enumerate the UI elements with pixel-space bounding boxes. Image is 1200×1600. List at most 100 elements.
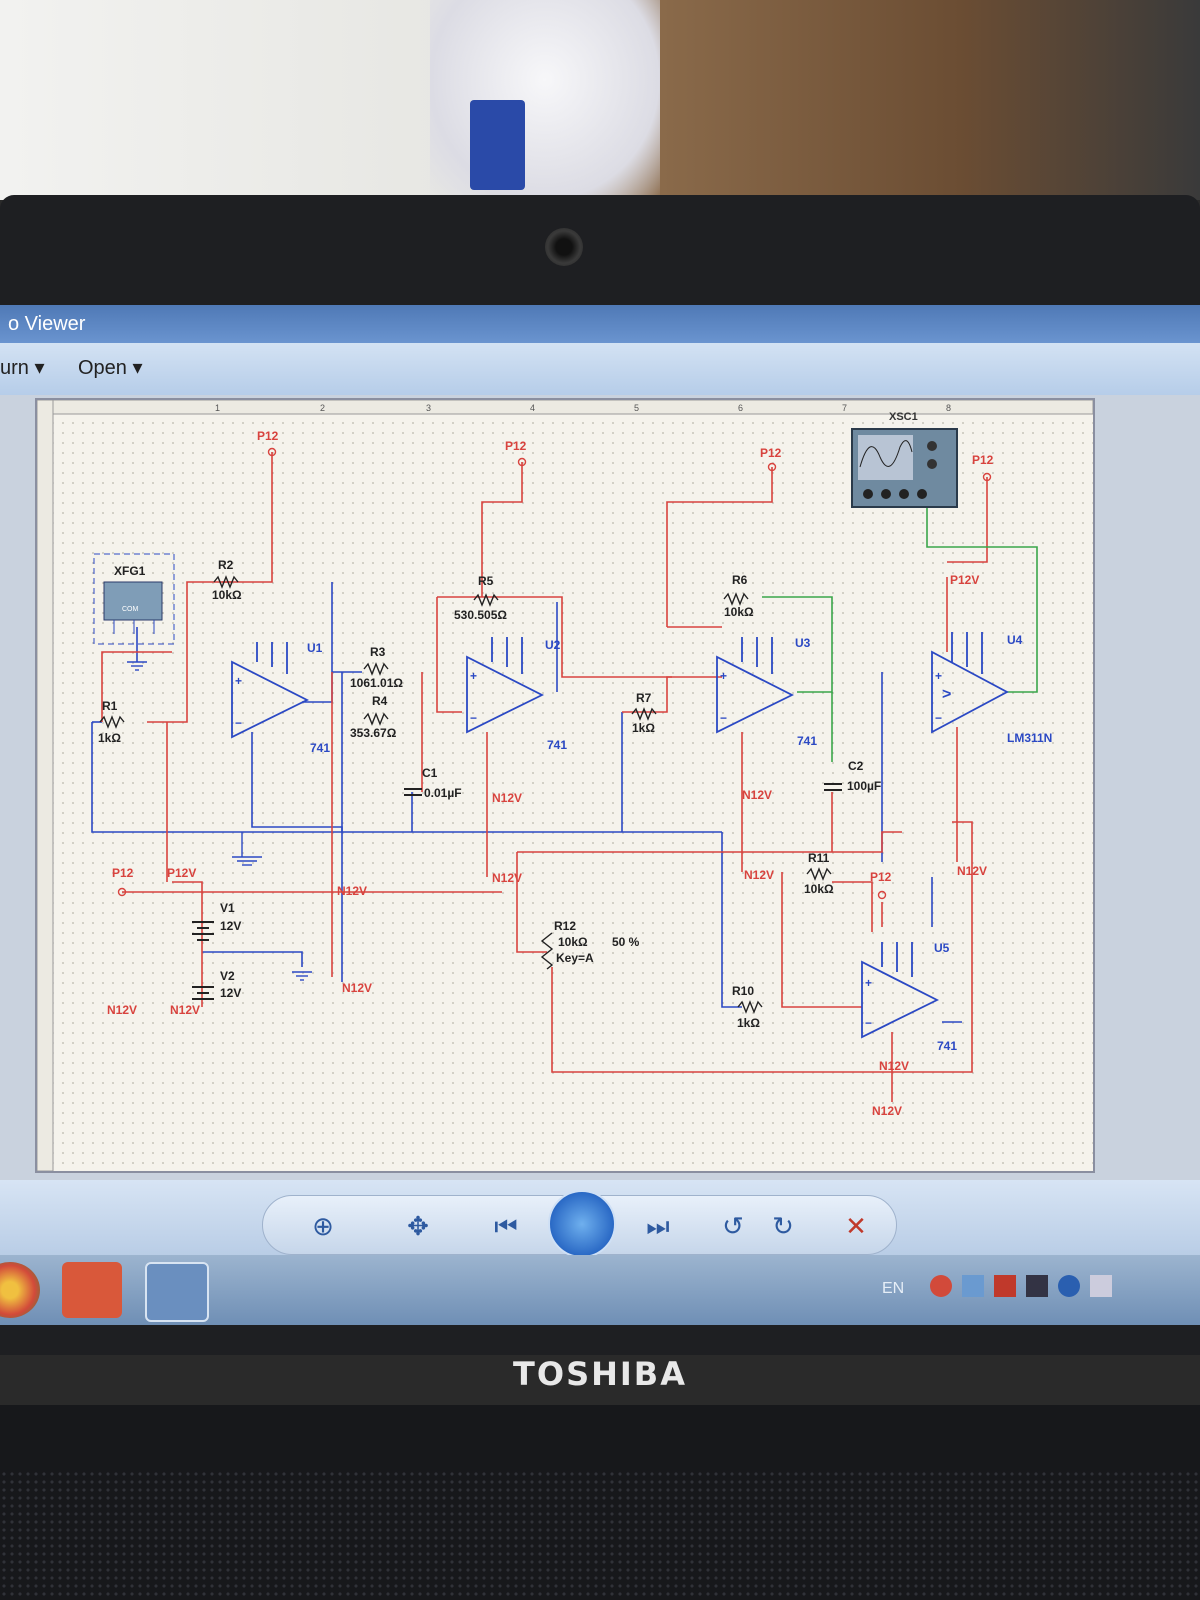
net-label: N12V bbox=[342, 981, 372, 995]
actual-size-icon[interactable]: ✥ bbox=[407, 1211, 429, 1241]
speaker-grille bbox=[0, 1470, 1200, 1600]
chrome-tray-icon[interactable] bbox=[930, 1275, 952, 1297]
zoom-icon[interactable]: ⊕ bbox=[312, 1211, 334, 1241]
net-label: N12V bbox=[879, 1059, 909, 1073]
net-label: P12 bbox=[112, 866, 134, 880]
ruler-number: 5 bbox=[634, 403, 639, 413]
r4-name: R4 bbox=[372, 694, 388, 708]
battery-v1 bbox=[192, 921, 214, 941]
svg-text:−: − bbox=[235, 716, 242, 730]
comparator-u4 bbox=[931, 650, 1009, 734]
net-label: N12V bbox=[744, 868, 774, 882]
language-indicator[interactable]: EN bbox=[882, 1280, 905, 1297]
svg-text:>: > bbox=[942, 686, 951, 703]
menu-item-burn[interactable]: urn ▾ bbox=[0, 355, 45, 380]
monitor-tray-icon[interactable] bbox=[1026, 1275, 1048, 1297]
window-title: o Viewer bbox=[0, 305, 1200, 343]
pdf-tray-icon[interactable] bbox=[994, 1275, 1016, 1297]
rotate-left-icon[interactable]: ↺ bbox=[722, 1211, 744, 1241]
r12-percent: 50 % bbox=[612, 935, 640, 949]
u5-name: U5 bbox=[934, 941, 950, 955]
ruler-number: 3 bbox=[426, 403, 431, 413]
net-label: P12 bbox=[972, 453, 994, 467]
menu-item-open[interactable]: Open ▾ bbox=[78, 355, 143, 380]
previous-icon[interactable]: ⏮ bbox=[494, 1211, 518, 1241]
ruler-number: 4 bbox=[530, 403, 535, 413]
net-label: N12V bbox=[337, 884, 367, 898]
v1-value: 12V bbox=[220, 919, 241, 933]
c2-value: 100µF bbox=[847, 779, 881, 793]
net-label: P12 bbox=[257, 429, 279, 443]
net-label: N12V bbox=[872, 1104, 902, 1118]
webcam-icon bbox=[545, 228, 583, 266]
xfg1-label: XFG1 bbox=[114, 564, 146, 578]
resistor-r7 bbox=[631, 707, 657, 721]
c1-value: 0.01µF bbox=[424, 786, 462, 800]
rotate-right-icon[interactable]: ↻ bbox=[772, 1211, 794, 1241]
bluetooth-tray-icon[interactable] bbox=[1058, 1275, 1080, 1297]
r6-value: 10kΩ bbox=[724, 605, 754, 619]
menu-label: urn bbox=[0, 357, 29, 379]
network-tray-icon[interactable] bbox=[962, 1275, 984, 1297]
svg-text:−: − bbox=[470, 711, 477, 725]
svg-text:+: + bbox=[935, 669, 942, 683]
net-label: N12V bbox=[742, 788, 772, 802]
bag-logo bbox=[470, 100, 525, 190]
resistor-r5 bbox=[473, 593, 499, 607]
resistor-r2 bbox=[213, 575, 239, 589]
net-label: P12 bbox=[870, 870, 892, 884]
opamp-u2 bbox=[466, 655, 545, 734]
r7-name: R7 bbox=[636, 691, 652, 705]
svg-text:+: + bbox=[720, 669, 727, 683]
net-label: N12V bbox=[957, 864, 987, 878]
resistor-r1 bbox=[99, 715, 125, 729]
volume-tray-icon[interactable] bbox=[1090, 1275, 1112, 1297]
u1-model: 741 bbox=[310, 741, 330, 755]
capacitor-c1 bbox=[404, 788, 422, 796]
net-label: P12V bbox=[167, 866, 196, 880]
plastic-bag bbox=[430, 0, 660, 200]
schematic-drawing: 1 2 3 4 5 6 7 8 bbox=[36, 399, 1094, 1172]
ruler-number: 8 bbox=[946, 403, 951, 413]
ruler-number: 1 bbox=[215, 403, 220, 413]
xsc1-label: XSC1 bbox=[889, 411, 918, 423]
r10-name: R10 bbox=[732, 984, 754, 998]
u2-name: U2 bbox=[545, 638, 561, 652]
u1-name: U1 bbox=[307, 641, 323, 655]
ruler-number: 2 bbox=[320, 403, 325, 413]
net-label: N12V bbox=[107, 1003, 137, 1017]
net-label: P12 bbox=[505, 439, 527, 453]
photo-viewer-taskbar-icon[interactable] bbox=[145, 1262, 209, 1322]
u5-model: 741 bbox=[937, 1039, 957, 1053]
v2-value: 12V bbox=[220, 986, 241, 1000]
opamp-u3 bbox=[716, 655, 795, 734]
slideshow-button[interactable] bbox=[548, 1190, 616, 1258]
chevron-down-icon: ▾ bbox=[132, 357, 143, 379]
r3-value: 1061.01Ω bbox=[350, 676, 403, 690]
u3-model: 741 bbox=[797, 734, 817, 748]
v2-name: V2 bbox=[220, 969, 235, 983]
next-icon[interactable]: ⏭ bbox=[646, 1211, 670, 1241]
function-generator[interactable]: XFG1 COM bbox=[93, 553, 175, 645]
menu-bar bbox=[0, 343, 1200, 395]
resistor-r4 bbox=[363, 712, 389, 726]
u2-model: 741 bbox=[547, 738, 567, 752]
oscilloscope[interactable]: XSC1 bbox=[851, 411, 958, 508]
r1-value: 1kΩ bbox=[98, 731, 121, 745]
net-label: N12V bbox=[492, 871, 522, 885]
r5-value: 530.505Ω bbox=[454, 608, 507, 622]
schematic-sheet: 1 2 3 4 5 6 7 8 bbox=[35, 398, 1095, 1173]
resistor-r10 bbox=[737, 1000, 763, 1014]
delete-icon[interactable]: ✕ bbox=[845, 1211, 867, 1241]
laptop-brand: TOSHIBA bbox=[513, 1355, 687, 1393]
r10-value: 1kΩ bbox=[737, 1016, 760, 1030]
office-taskbar-icon[interactable] bbox=[62, 1262, 122, 1318]
net-label: P12 bbox=[760, 446, 782, 460]
ground-icon bbox=[127, 661, 312, 981]
r3-name: R3 bbox=[370, 645, 386, 659]
svg-text:−: − bbox=[720, 711, 727, 725]
menu-label: Open bbox=[78, 357, 127, 379]
c2-name: C2 bbox=[848, 759, 864, 773]
r1-name: R1 bbox=[102, 699, 118, 713]
potentiometer-r12 bbox=[540, 932, 554, 970]
